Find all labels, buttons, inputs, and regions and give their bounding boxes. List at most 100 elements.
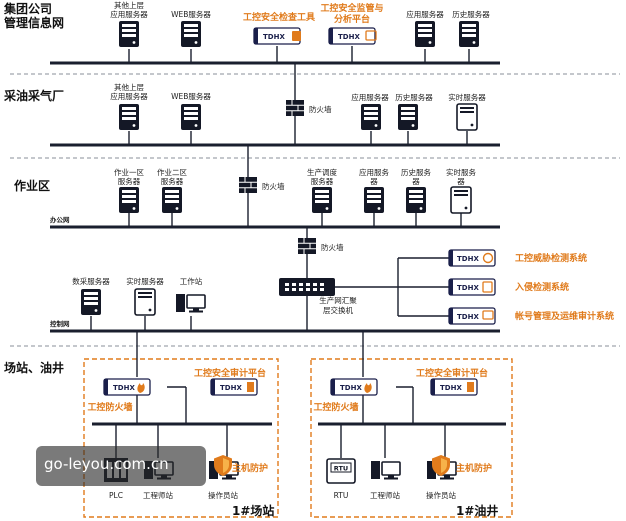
server-icon xyxy=(456,103,478,131)
svg-text:数采服务器: 数采服务器 xyxy=(72,276,110,286)
site2-engineer-station[interactable]: 工程师站 xyxy=(370,460,401,500)
net-label-control: 控制网 xyxy=(50,319,70,328)
label-account-audit: 帐号管理及运维审计系统 xyxy=(515,310,614,322)
server-icon xyxy=(406,187,426,213)
site1-engineer-station[interactable]: 工程师站 xyxy=(143,460,174,500)
control-realtime-server[interactable]: 实时服务器 xyxy=(126,276,164,316)
top-other-app-server[interactable]: 其他上层 应用服务器 xyxy=(110,0,148,47)
svg-text:RTU: RTU xyxy=(334,491,349,500)
switch-icon xyxy=(279,278,335,296)
oil-history-server[interactable]: 历史服务器 xyxy=(395,92,433,130)
site2-audit-device[interactable]: TDHX xyxy=(430,378,478,396)
work-dispatch-server[interactable]: 生产调度 服务器 xyxy=(307,167,337,213)
server-icon xyxy=(181,21,201,47)
label-monitor-platform-line2: 分析平台 xyxy=(334,13,370,25)
svg-text:WEB服务器: WEB服务器 xyxy=(171,9,211,19)
section-title-work: 作业区 xyxy=(14,178,50,193)
svg-text:防火墙: 防火墙 xyxy=(309,104,332,114)
core-firewall[interactable]: 防火墙 xyxy=(297,237,344,255)
svg-text:防火墙: 防火墙 xyxy=(321,242,344,252)
flame-icon xyxy=(364,383,372,393)
oil-other-app-server[interactable]: 其他上层 应用服务器 xyxy=(110,82,148,130)
site2-label-audit: 工控安全审计平台 xyxy=(416,367,488,379)
svg-text:服务器: 服务器 xyxy=(311,176,334,186)
svg-text:实时服务器: 实时服务器 xyxy=(126,276,164,286)
rtu-icon: RTU xyxy=(326,458,356,484)
top-app-server[interactable]: 应用服务器 xyxy=(406,9,444,47)
work-zone1-server[interactable]: 作业一区 服务器 xyxy=(114,167,144,213)
svg-text:作业二区: 作业二区 xyxy=(157,167,187,177)
site1-audit-device[interactable]: TDHX xyxy=(210,378,258,396)
brand-logo: TDHX xyxy=(338,33,360,41)
svg-text:工程师站: 工程师站 xyxy=(370,490,400,500)
svg-text:PLC: PLC xyxy=(109,491,123,500)
svg-text:服务器: 服务器 xyxy=(118,176,141,186)
site1-operator-station[interactable]: 操作员站 xyxy=(208,460,239,500)
site2-firewall-device[interactable]: TDHX xyxy=(330,378,378,396)
work-history-server[interactable]: 历史服务 器 xyxy=(401,167,431,213)
server-icon xyxy=(119,187,139,213)
section-title-site: 场站、油井 xyxy=(4,360,64,375)
server-icon xyxy=(364,187,384,213)
site2-label-firewall: 工控防火墙 xyxy=(313,401,358,413)
site1-firewall-device[interactable]: TDHX xyxy=(103,378,151,396)
device-monitor-platform[interactable]: TDHX xyxy=(328,27,377,45)
server-icon xyxy=(134,288,156,316)
tool-icon xyxy=(292,31,301,41)
svg-text:RTU: RTU xyxy=(334,465,348,473)
site-box-1 xyxy=(83,358,279,518)
site1-label-host: 主机防护 xyxy=(232,462,268,474)
svg-text:器: 器 xyxy=(412,177,420,186)
svg-text:操作员站: 操作员站 xyxy=(208,490,238,500)
site2-rtu[interactable]: RTU RTU xyxy=(326,458,356,500)
site2-operator-station[interactable]: 操作员站 xyxy=(426,460,457,500)
device-account-audit[interactable]: TDHX 帐号管理及运维审计系统 xyxy=(448,307,614,325)
svg-text:WEB服务器: WEB服务器 xyxy=(171,91,211,101)
server-icon xyxy=(162,187,182,213)
oil-firewall[interactable]: 防火墙 xyxy=(285,99,332,117)
svg-text:应用服务: 应用服务 xyxy=(359,167,389,177)
svg-text:应用服务器: 应用服务器 xyxy=(351,92,389,102)
work-realtime-server[interactable]: 实时服务 器 xyxy=(446,167,476,214)
section-title-oil: 采油采气厂 xyxy=(3,88,64,103)
brand-logo: TDHX xyxy=(113,384,135,392)
section-title-group-line1: 集团公司 xyxy=(3,1,52,16)
monitor-icon xyxy=(482,310,494,320)
server-icon xyxy=(361,104,381,130)
watermark-text: go-leyou.com.cn xyxy=(44,455,169,473)
device-check-tool[interactable]: TDHX xyxy=(253,27,301,45)
label-monitor-platform-line1: 工控安全监管与 xyxy=(320,2,383,14)
audit-icon xyxy=(467,382,474,392)
oil-realtime-server[interactable]: 实时服务器 xyxy=(448,92,486,131)
work-firewall[interactable]: 防火墙 xyxy=(238,176,285,194)
server-icon xyxy=(119,104,139,130)
top-web-server[interactable]: WEB服务器 xyxy=(171,9,211,47)
firewall-icon xyxy=(297,237,317,255)
control-workstation[interactable]: 工作站 xyxy=(175,276,206,314)
site-box-2 xyxy=(310,358,513,518)
audit-icon xyxy=(247,382,254,392)
server-icon xyxy=(312,187,332,213)
site2-title: 1#油井 xyxy=(456,503,498,518)
oil-app-server[interactable]: 应用服务器 xyxy=(351,92,389,130)
server-icon xyxy=(459,21,479,47)
site2-label-host: 主机防护 xyxy=(456,462,492,474)
svg-text:应用服务器: 应用服务器 xyxy=(110,91,148,101)
oil-web-server[interactable]: WEB服务器 xyxy=(171,91,211,130)
device-threat-detection[interactable]: TDHX 工控威胁检测系统 xyxy=(448,249,587,267)
work-zone2-server[interactable]: 作业二区 服务器 xyxy=(157,167,187,213)
control-collect-server[interactable]: 数采服务器 xyxy=(72,276,110,315)
watermark: go-leyou.com.cn xyxy=(36,446,206,486)
svg-text:实时服务器: 实时服务器 xyxy=(448,92,486,102)
work-app-server[interactable]: 应用服务 器 xyxy=(359,167,389,213)
server-icon xyxy=(81,289,101,315)
device-intrusion-detection[interactable]: TDHX 入侵检测系统 xyxy=(448,278,569,296)
top-history-server[interactable]: 历史服务器 xyxy=(452,9,490,47)
brand-logo: TDHX xyxy=(340,384,362,392)
brand-logo: TDHX xyxy=(440,384,462,392)
server-icon xyxy=(450,186,472,214)
svg-text:生产网汇聚: 生产网汇聚 xyxy=(319,295,357,305)
core-switch[interactable]: 生产网汇聚 层交换机 xyxy=(279,278,357,315)
